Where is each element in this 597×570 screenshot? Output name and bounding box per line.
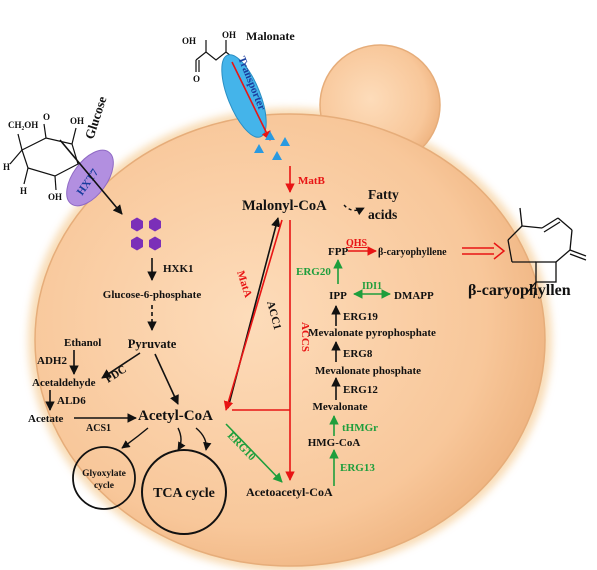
to-tca-arrow-2 <box>195 427 212 451</box>
erg20-label: ERG20 <box>296 266 331 278</box>
glucose-h-label: H <box>20 186 27 196</box>
glucose-ch2oh-label: CH₂OH <box>8 120 38 130</box>
erg19-label: ERG19 <box>343 311 378 323</box>
dmapp-label: DMAPP <box>394 290 434 302</box>
glyoxylate-cycle-label-1: Glyoxylate <box>82 469 126 479</box>
glucose-label: Glucose <box>82 94 110 141</box>
fatty-acids-label-2: acids <box>368 207 397 222</box>
ald6-label: ALD6 <box>57 395 86 407</box>
to-tca-arrow-1 <box>177 427 186 451</box>
mevalonate-pyrophosphate-label: Mevalonate pyrophosphate <box>308 327 436 339</box>
beta-caryophyllene-inner-label: β-caryophyllene <box>378 247 447 258</box>
mevalonate-label: Mevalonate <box>313 401 368 413</box>
idi1-label: IDI1 <box>362 281 382 292</box>
beta-caryophyllen-label: β-caryophyllen <box>468 282 571 299</box>
malonate-oh-left-label: OH <box>182 36 196 46</box>
acetoacetyl-coa-label: Acetoacetyl-CoA <box>246 485 333 499</box>
malonate-oh-right-label: OH <box>222 30 236 40</box>
glucose-oh-label: OH <box>48 192 62 202</box>
malonate-o-left-label: O <box>193 74 200 84</box>
hxk1-label: HXK1 <box>163 263 194 275</box>
malonate-uptake-arrow <box>231 61 271 141</box>
mata-arrow <box>223 219 283 411</box>
beta-caryophyllene-structure <box>507 207 587 299</box>
glucose-oh-label: OH <box>70 116 84 126</box>
hxt7-protein <box>66 149 114 207</box>
glucose-structure <box>9 123 93 191</box>
acetyl-coa-label: Acetyl-CoA <box>138 408 213 424</box>
adh2-label: ADH2 <box>37 355 67 367</box>
glyoxylate-cycle-label-2: cycle <box>94 481 114 491</box>
glucose-molecules-inside <box>131 217 161 251</box>
erg13-label: ERG13 <box>340 462 375 474</box>
mevalonate-phosphate-label: Mevalonate phosphate <box>315 365 421 377</box>
acetate-label: Acetate <box>28 413 64 425</box>
tca-cycle-circle <box>141 449 227 535</box>
erg10-arrow <box>225 423 283 483</box>
glyoxylate-cycle-circle <box>72 446 136 510</box>
thmgr-label: tHMGr <box>342 422 378 434</box>
matb-label: MatB <box>298 175 326 187</box>
pyruvate-to-acetylcoa-arrow <box>154 353 179 405</box>
pyruvate-label: Pyruvate <box>128 337 177 351</box>
fpp-label: FPP <box>328 246 348 258</box>
glucose-o-label: O <box>43 112 50 122</box>
ipp-label: IPP <box>329 290 347 302</box>
glucose-uptake-arrow <box>59 139 123 215</box>
malonate-label: Malonate <box>246 29 295 43</box>
malonyl-coa-label: Malonyl-CoA <box>242 198 327 214</box>
ethanol-label: Ethanol <box>64 337 101 349</box>
glucose-6-phosphate-label: Glucose-6-phosphate <box>103 289 202 301</box>
glucose-h-label: H <box>3 162 10 172</box>
fatty-acids-label-1: Fatty <box>368 187 399 202</box>
tca-cycle-label: TCA cycle <box>153 486 215 501</box>
malonate-molecules-inside <box>254 131 290 160</box>
export-double-arrow <box>462 242 506 260</box>
to-glyoxylate-arrow <box>121 427 149 449</box>
transporter-protein <box>221 54 267 138</box>
pdc-arrow <box>101 352 141 379</box>
fatty-acid-arrow <box>343 204 365 216</box>
qhs-label: QHS <box>346 238 368 249</box>
acs1-label: ACS1 <box>86 423 111 434</box>
erg8-label: ERG8 <box>343 348 373 360</box>
accs-label: ACCS <box>299 322 311 352</box>
acetaldehyde-label: Acetaldehyde <box>32 377 96 389</box>
hmg-coa-label: HMG-CoA <box>308 437 361 449</box>
erg12-label: ERG12 <box>343 384 378 396</box>
